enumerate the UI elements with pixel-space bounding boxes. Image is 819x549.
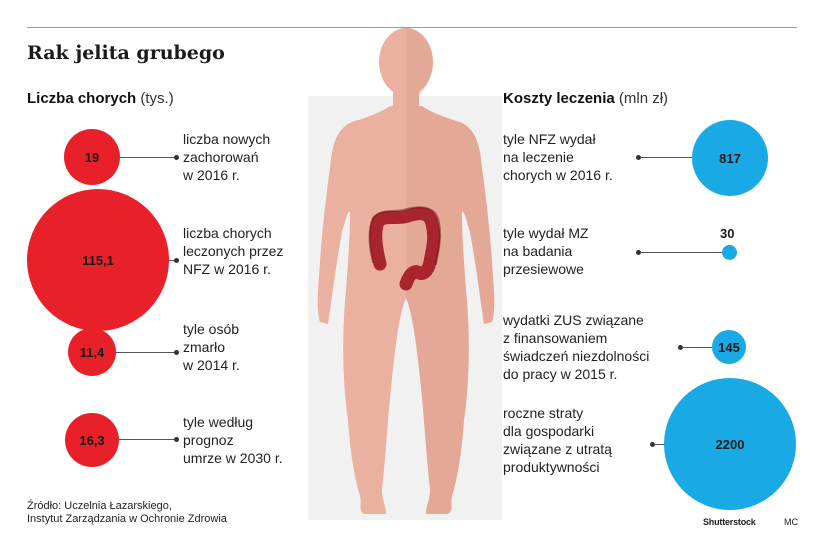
patients-bubble-deaths: 11,4	[68, 328, 116, 376]
leader-line	[169, 260, 177, 261]
leader-line	[640, 157, 692, 158]
right-section-header: Koszty leczenia (mln zł)	[503, 90, 668, 107]
body-right-half-shade	[406, 28, 495, 514]
body-head	[379, 28, 433, 96]
left-section-unit: (tys.)	[140, 90, 174, 107]
leader-dot	[174, 350, 179, 355]
costs-value: 2200	[715, 436, 745, 452]
leader-dot	[174, 258, 179, 263]
leader-dot	[174, 437, 179, 442]
costs-bubble-nfz: 817	[692, 120, 768, 196]
leader-dot	[678, 345, 683, 350]
patients-description: liczba nowych zachorowań w 2016 r.	[183, 131, 271, 183]
leader-line	[116, 352, 177, 353]
costs-value: 30	[720, 226, 735, 241]
colon-illustration	[368, 206, 442, 291]
right-section-unit: (mln zł)	[618, 90, 669, 107]
right-section-heading: Koszty leczenia	[503, 90, 615, 107]
left-section-heading: Liczba chorych	[27, 90, 137, 107]
patients-description: tyle według prognoz umrze w 2030 r.	[183, 414, 283, 466]
colon-path	[369, 207, 441, 291]
leader-line	[120, 157, 177, 158]
leader-dot	[636, 155, 641, 160]
author-credit: MC	[784, 517, 798, 527]
patients-description: liczba chorych leczonych przez NFZ w 201…	[183, 225, 284, 277]
leader-dot	[174, 155, 179, 160]
costs-description: tyle wydał MZ na badania przesiewowe	[503, 225, 589, 277]
leader-line	[119, 439, 177, 440]
page-title: Rak jelita grubego	[27, 42, 225, 64]
costs-bubble-productivity: 2200	[664, 378, 796, 510]
top-rule	[27, 27, 797, 28]
colon-outline	[368, 206, 442, 265]
costs-description: roczne straty dla gospodarki związane z …	[503, 405, 612, 475]
costs-value: 145	[718, 339, 740, 355]
costs-description: tyle NFZ wydał na leczenie chorych w 201…	[503, 131, 613, 183]
leader-dot	[636, 250, 641, 255]
costs-bubble-zus: 145	[712, 330, 746, 364]
body-torso-legs	[317, 106, 495, 514]
leader-line	[640, 252, 722, 253]
patients-bubble-forecast: 16,3	[65, 413, 119, 467]
patients-value: 19	[84, 149, 100, 165]
body-silhouette	[317, 28, 495, 514]
patients-value: 11,4	[79, 344, 105, 360]
leader-dot	[650, 442, 655, 447]
source-note: Źródło: Uczelnia Łazarskiego, Instytut Z…	[27, 500, 227, 525]
patients-bubble-treated: 115,1	[27, 189, 169, 331]
patients-description: tyle osób zmarło w 2014 r.	[183, 321, 240, 373]
stock-credit: Shutterstock	[703, 517, 756, 527]
left-section-header: Liczba chorych (tys.)	[27, 90, 174, 107]
costs-description: wydatki ZUS związane z finansowaniem świ…	[503, 312, 650, 382]
costs-value: 817	[719, 150, 741, 166]
patients-value: 16,3	[79, 432, 105, 448]
patients-bubble-new-cases: 19	[64, 129, 120, 185]
patients-value: 115,1	[82, 252, 114, 268]
leader-line	[654, 444, 664, 445]
costs-bubble-mz	[722, 245, 737, 260]
leader-line	[682, 347, 712, 348]
